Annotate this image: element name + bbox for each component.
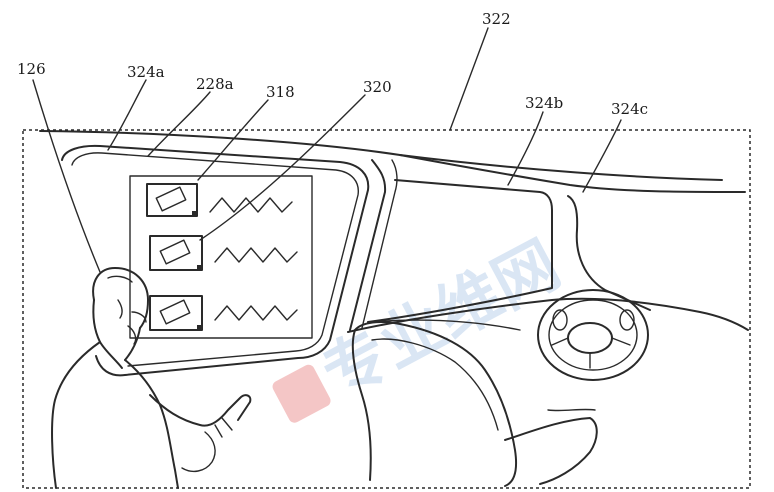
card-icon-inner	[159, 299, 191, 325]
a-pillar	[349, 159, 387, 331]
watermark-logo	[272, 364, 331, 423]
card-icon[interactable]	[149, 295, 203, 331]
ref-label-126: 126	[17, 60, 46, 78]
leader-126	[32, 79, 101, 273]
leader-324b	[507, 111, 544, 186]
leader-320	[199, 94, 366, 241]
ref-label-322: 322	[482, 10, 511, 28]
display-panel	[129, 175, 313, 339]
ref-label-324a: 324a	[127, 63, 165, 81]
side-window-inner	[71, 152, 359, 367]
dashboard	[347, 297, 749, 333]
steering-wheel	[537, 289, 649, 381]
card-icon[interactable]	[149, 235, 203, 271]
seat-back	[354, 321, 518, 487]
seat-back-left	[351, 329, 372, 481]
windshield	[367, 179, 553, 323]
wave-text	[209, 197, 293, 213]
seat-inner	[371, 338, 499, 431]
center-console	[547, 408, 596, 412]
card-icon-corner	[192, 211, 197, 216]
ref-label-324b: 324b	[525, 94, 563, 112]
wave-text	[214, 305, 298, 321]
occupant-figure	[51, 267, 252, 489]
list-row-3[interactable]	[149, 295, 298, 331]
watermark: 专业维网	[272, 228, 572, 423]
windshield-top	[399, 154, 746, 193]
card-icon-corner	[197, 265, 202, 270]
list-row-1[interactable]	[146, 183, 293, 217]
card-icon[interactable]	[146, 183, 198, 217]
dashed-boundary	[22, 129, 751, 489]
leader-318	[197, 99, 269, 181]
ref-label-324c: 324c	[611, 100, 648, 118]
windshield-right	[567, 195, 651, 311]
card-icon-corner	[197, 325, 202, 330]
ref-label-318: 318	[266, 83, 295, 101]
ref-label-320: 320	[363, 78, 392, 96]
side-window-outer	[61, 144, 370, 377]
a-pillar-inner	[361, 159, 398, 329]
card-icon-inner	[155, 186, 187, 212]
leader-322	[449, 27, 489, 131]
dashboard-lower	[369, 319, 521, 331]
ref-label-228a: 228a	[196, 75, 234, 93]
card-icon-inner	[159, 239, 191, 265]
seat-cushion	[504, 417, 598, 485]
leader-324a	[107, 79, 147, 151]
wave-text	[214, 247, 298, 263]
list-row-2[interactable]	[149, 235, 298, 271]
leader-324c	[582, 119, 622, 193]
leader-228a	[147, 91, 211, 157]
